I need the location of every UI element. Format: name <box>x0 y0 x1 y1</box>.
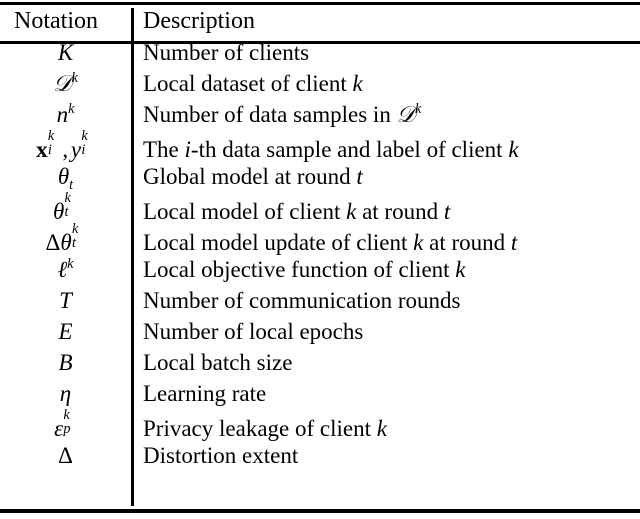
header-notation: Notation <box>14 7 98 34</box>
table-row: B Local batch size <box>0 351 640 382</box>
notation-cell: B <box>58 350 73 375</box>
description-cell: Number of local epochs <box>143 319 364 344</box>
notation-cell: K <box>57 40 74 65</box>
table-row: E Number of local epochs <box>0 320 640 351</box>
description-cell: Learning rate <box>143 381 267 406</box>
description-cell: Privacy leakage of client k <box>143 416 387 441</box>
notation-cell: η <box>59 381 72 406</box>
notation-cell: ℓk <box>57 256 74 282</box>
table-header-rule <box>0 41 640 44</box>
table-header-row: Notation Description <box>0 0 640 41</box>
table-grid: Notation Description K Number of clients… <box>0 0 640 475</box>
description-cell: Local batch size <box>143 350 293 375</box>
notation-cell: 𝒟k <box>53 70 78 96</box>
description-cell: Distortion extent <box>143 443 299 468</box>
header-description: Description <box>143 7 255 34</box>
table-row: K Number of clients <box>0 41 640 72</box>
table-row: θt Global model at round t <box>0 165 640 196</box>
table-top-rule <box>0 2 640 5</box>
description-cell: Local dataset of client k <box>143 71 363 96</box>
column-divider <box>131 8 134 506</box>
description-cell: Global model at round t <box>143 164 363 189</box>
table-row: T Number of communication rounds <box>0 289 640 320</box>
notation-cell: nk <box>56 101 75 127</box>
table-row: 𝒟k Local dataset of client k <box>0 70 640 103</box>
table-row: nk Number of data samples in 𝒟k <box>0 101 640 134</box>
table-bottom-rule <box>0 509 640 513</box>
table-row: Δ Distortion extent <box>0 444 640 475</box>
description-cell: Number of data samples in 𝒟k <box>143 101 422 127</box>
table-row: ℓk Local objective function of client k <box>0 256 640 289</box>
notation-cell: E <box>58 319 73 344</box>
table-row: η Learning rate <box>0 382 640 413</box>
notation-cell: Δ <box>58 443 73 468</box>
description-cell: Number of clients <box>143 40 310 65</box>
description-cell: Local model of client k at round t <box>143 199 451 224</box>
description-cell: Number of communication rounds <box>143 288 461 313</box>
description-cell: Local model update of client k at round … <box>143 230 518 255</box>
description-cell: Local objective function of client k <box>143 257 466 282</box>
description-cell: The i-th data sample and label of client… <box>143 137 519 162</box>
notation-cell: T <box>59 288 72 313</box>
notation-cell: θt <box>57 164 74 193</box>
